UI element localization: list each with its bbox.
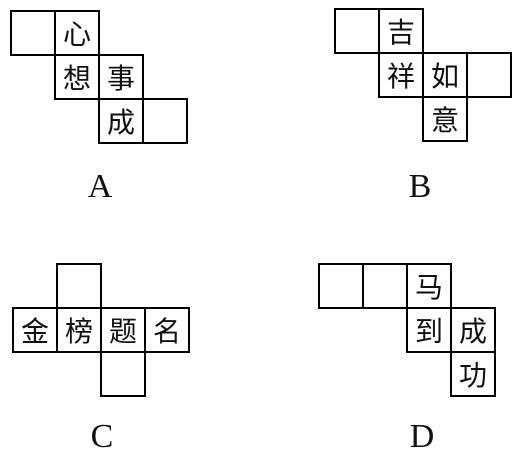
net-c-cell-5: 名: [144, 307, 190, 353]
net-d-cell-1: [318, 263, 364, 309]
net-a-cell-6: [142, 98, 188, 144]
net-d-cell-6: 功: [450, 351, 496, 397]
net-b-cell-6: 意: [422, 96, 468, 142]
net-c-cell-3: 榜: [56, 307, 102, 353]
figure-d-label: D: [409, 418, 435, 455]
net-c-cell-1: [56, 263, 102, 309]
net-d-cell-3: 马: [406, 263, 452, 309]
net-a-cell-2: 心: [54, 10, 100, 56]
net-d-cell-5: 成: [450, 307, 496, 353]
net-d-cell-4: 到: [406, 307, 452, 353]
net-d-cell-2: [362, 263, 408, 309]
net-a-cell-5: 成: [98, 98, 144, 144]
net-b-cell-5: [466, 52, 512, 98]
figure-c-label: C: [90, 418, 114, 455]
net-a-cell-1: [10, 10, 56, 56]
figure-a-label: A: [87, 168, 113, 205]
net-c-cell-6: [100, 351, 146, 397]
net-a-cell-3: 想: [54, 54, 100, 100]
net-c-cell-2: 金: [12, 307, 58, 353]
net-b-cell-2: 吉: [378, 8, 424, 54]
figure-b-label: B: [408, 168, 432, 205]
